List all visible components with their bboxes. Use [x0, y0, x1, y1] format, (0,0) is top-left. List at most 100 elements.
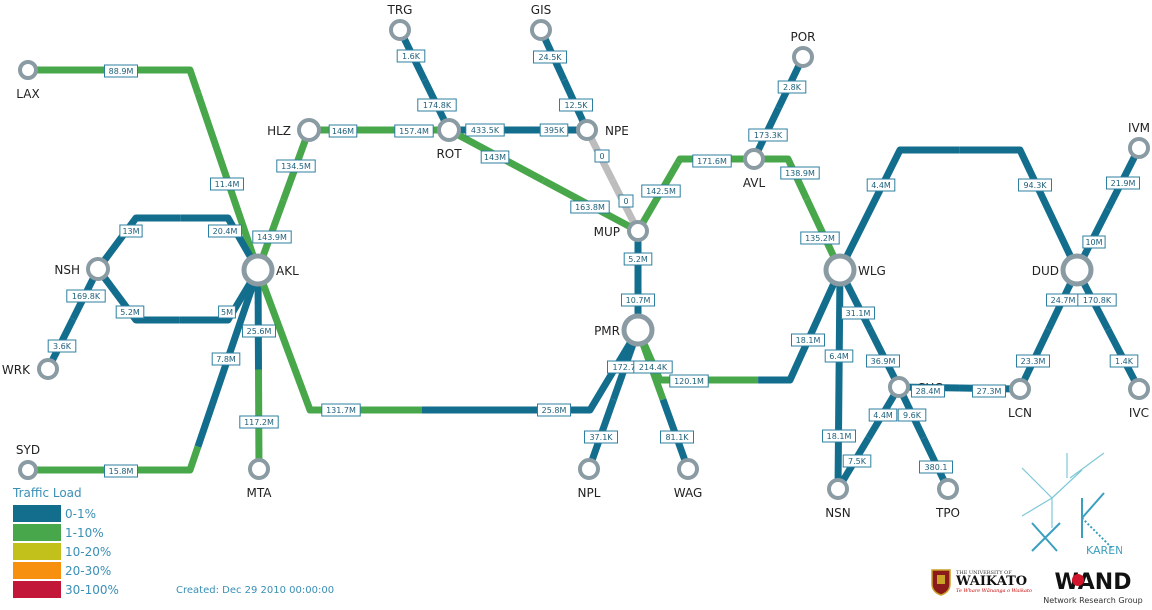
legend-item: 0-1%: [13, 504, 119, 523]
traffic-legend: Traffic Load 0-1%1-10%10-20%20-30%30-100…: [13, 486, 119, 599]
node-hlz[interactable]: [297, 118, 321, 142]
link-label-text: 131.7M: [326, 406, 356, 415]
link-label-box: [559, 98, 593, 112]
link-label-box: [1077, 293, 1117, 307]
link-line-4a: [95, 266, 180, 324]
link-label: 135.2M: [800, 231, 840, 245]
node-label-hlz: HLZ: [267, 124, 291, 138]
node-trg[interactable]: [389, 19, 411, 41]
link-label-text: 18.1M: [827, 432, 852, 441]
link-label-box: [669, 374, 709, 388]
node-label-rot: ROT: [436, 147, 462, 161]
link-label: 25.8M: [537, 403, 571, 417]
link-label-text: 174.8K: [423, 101, 452, 110]
link-label-text: 7.5K: [848, 457, 867, 466]
node-tpo[interactable]: [937, 478, 959, 500]
link-label-text: 18.1M: [796, 336, 821, 345]
node-ivc[interactable]: [1128, 378, 1150, 400]
link-label: 81.1K: [660, 430, 694, 444]
link-label-text: 146M: [332, 127, 354, 136]
wand-logo: WAND Network Research Group: [1038, 568, 1148, 605]
link-label-text: 4.4M: [871, 181, 891, 190]
link-label-text: 20.4M: [213, 227, 238, 236]
link-label-text: 10M: [1085, 238, 1102, 247]
node-label-syd: SYD: [16, 443, 40, 457]
node-dud[interactable]: [1060, 253, 1094, 287]
link-label-box: [911, 384, 945, 398]
link-label: 1.6K: [396, 49, 426, 63]
link-label: 142.5M: [641, 184, 681, 198]
link-label-text: 169.8K: [72, 292, 101, 301]
node-por[interactable]: [792, 46, 814, 68]
node-akl[interactable]: [241, 253, 275, 287]
node-label-lcn: LCN: [1008, 406, 1032, 420]
node-mta[interactable]: [248, 458, 270, 480]
link-line-4b: [179, 268, 262, 324]
link-label-box: [328, 124, 358, 138]
legend-title: Traffic Load: [13, 486, 82, 500]
link-line-21b: [959, 146, 1081, 272]
node-lcn[interactable]: [1009, 378, 1031, 400]
link-label-box: [276, 159, 316, 173]
waikato-logo: THE UNIVERSITY OF WAIKATO Te Whare Wānan…: [930, 568, 1032, 596]
link-label: 7.5K: [842, 454, 872, 468]
link-line-21a: [836, 146, 960, 272]
node-gis[interactable]: [530, 19, 552, 41]
link-label: 27.3M: [972, 384, 1006, 398]
link-label-box: [1106, 176, 1140, 190]
node-pmr[interactable]: [621, 313, 655, 347]
link-label: 20.4M: [208, 224, 242, 238]
link-label: 173.3K: [748, 128, 788, 142]
link-label-box: [841, 306, 875, 320]
link-label: 4.4M: [866, 178, 896, 192]
link-label-text: 28.4M: [916, 387, 941, 396]
node-mup[interactable]: [627, 220, 649, 242]
link-line-7b: [421, 328, 642, 414]
link-label-box: [584, 430, 618, 444]
link-label-box: [480, 150, 510, 164]
node-lax[interactable]: [18, 60, 38, 80]
legend-label: 0-1%: [65, 506, 97, 521]
wand-sub-text: Network Research Group: [1043, 596, 1143, 605]
link-label-text: 173.3K: [754, 131, 783, 140]
link-label: 163.8M: [570, 200, 610, 214]
link-label: 11.4M: [210, 177, 244, 191]
link-label: 395K: [539, 123, 569, 137]
node-avl[interactable]: [743, 148, 765, 170]
node-syd[interactable]: [18, 460, 38, 480]
node-nsh[interactable]: [86, 257, 110, 281]
node-chc[interactable]: [888, 376, 910, 398]
node-ivm[interactable]: [1128, 137, 1150, 159]
link-label-box: [777, 80, 807, 94]
legend-item: 10-20%: [13, 542, 119, 561]
link-label-box: [791, 333, 825, 347]
node-wrk[interactable]: [37, 358, 59, 380]
link-label-text: 25.6M: [247, 327, 272, 336]
node-label-tpo: TPO: [935, 506, 960, 520]
node-rot[interactable]: [437, 118, 461, 142]
link-label: 170.8K: [1077, 293, 1117, 307]
link-label-text: 21.9M: [1111, 179, 1136, 188]
node-wag[interactable]: [677, 458, 699, 480]
created-timestamp: Created: Dec 29 2010 00:00:00: [176, 585, 335, 596]
link-label: 138.9M: [780, 166, 820, 180]
link-label: 169.8K: [66, 289, 106, 303]
node-wlg[interactable]: [823, 253, 857, 287]
link-label-text: 134.5M: [281, 162, 311, 171]
link-label-box: [621, 293, 655, 307]
link-label: 18.1M: [791, 333, 825, 347]
link-label: 171.6M: [692, 154, 732, 168]
node-nsn[interactable]: [827, 478, 849, 500]
link-label: 131.7M: [321, 403, 361, 417]
link-label: 4.4M: [868, 408, 898, 422]
node-npl[interactable]: [578, 458, 600, 480]
link-label-box: [208, 224, 242, 238]
link-label-text: 2.8K: [783, 83, 802, 92]
link-label-box: [396, 49, 426, 63]
link-label-box: [641, 184, 681, 198]
node-npe[interactable]: [576, 119, 598, 141]
link-label-text: 5M: [221, 308, 233, 317]
legend-item: 20-30%: [13, 561, 119, 580]
